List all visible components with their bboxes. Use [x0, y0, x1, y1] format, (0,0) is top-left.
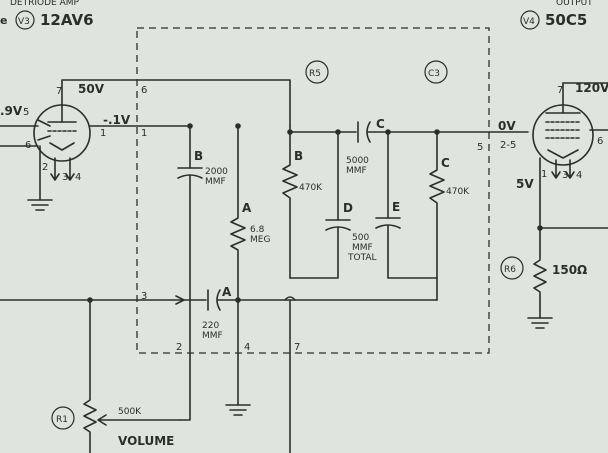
v3-plate-voltage: 50V	[78, 82, 105, 96]
junction-dot	[235, 123, 241, 129]
capacitor-b	[177, 125, 203, 421]
capacitor-d	[289, 131, 351, 279]
v3-pin-4: 4	[75, 172, 81, 183]
cap-d-letter: D	[343, 201, 353, 215]
capacitor-a	[207, 289, 221, 311]
package-outline	[136, 27, 490, 354]
wire-crossover	[284, 296, 296, 301]
v4-ref: V4	[523, 17, 535, 27]
v4-pin-4: 4	[576, 170, 582, 181]
cap-c-unit: MMF	[346, 166, 367, 176]
volume-ground-symbol	[225, 404, 251, 416]
v4-tube-symbol	[532, 82, 594, 166]
res-a-value: 6.8	[250, 225, 265, 235]
v3-ground-symbol	[27, 199, 53, 211]
v4-heater-lead-4	[565, 159, 575, 179]
v3-stage-caption: DETRIODE AMP	[10, 0, 80, 8]
svg-text:e: e	[0, 14, 7, 27]
cap-de-note: TOTAL	[347, 253, 377, 263]
v3-tube-label: e V3 12AV6	[0, 10, 94, 30]
res-c-value: 470K	[446, 187, 470, 197]
bus-arrow	[175, 295, 185, 305]
r1-volume-pot	[83, 299, 97, 453]
junction-dot	[335, 129, 341, 135]
pkg-pin-2: 2	[176, 342, 182, 353]
v3-cathode-voltage: -.1V	[103, 113, 131, 127]
v4-cathode-voltage: 5V	[516, 177, 534, 191]
r1-value: 500K	[118, 407, 142, 417]
v3-heater-lead-3	[50, 157, 60, 181]
capacitor-c	[357, 121, 371, 143]
v4-pin-7: 7	[557, 85, 563, 96]
res-b-letter: B	[294, 149, 303, 163]
v4-ground-symbol	[527, 317, 553, 329]
v3-pin-5: 5	[23, 107, 29, 118]
cap-c-value: 5000	[346, 156, 369, 166]
v4-pin-6: 6	[597, 136, 603, 147]
res-c-letter: C	[441, 156, 450, 170]
v4-heater-lead-3	[551, 159, 561, 179]
res-a-letter: A	[242, 201, 252, 215]
c3-label: C3	[424, 60, 448, 84]
resistor-a	[230, 125, 246, 406]
v4-screen-voltage: 120V	[575, 81, 608, 95]
r1-label: R1	[51, 406, 75, 430]
r6-cathode-resistor	[533, 157, 547, 319]
pkg-pin-6: 6	[141, 85, 147, 96]
v3-grid-voltage: .9V	[0, 104, 23, 118]
junction-dot	[385, 129, 391, 135]
svg-text:R1: R1	[56, 415, 68, 425]
pkg-pin-1: 1	[141, 128, 147, 139]
v4-pin-2-5: 2-5	[500, 140, 516, 151]
svg-text:C3: C3	[428, 69, 440, 79]
cap-a-unit: MMF	[202, 331, 223, 341]
cap-de-unit: MMF	[352, 243, 373, 253]
pkg-pin-3: 3	[141, 291, 147, 302]
v4-grid-voltage: 0V	[498, 119, 516, 133]
r5-label: R5	[305, 60, 329, 84]
v3-type: 12AV6	[40, 11, 94, 29]
v3-pin-3: 3	[62, 172, 68, 183]
cap-c-letter: C	[376, 117, 385, 131]
cap-b-value: 2000	[205, 167, 228, 177]
v3-pin-7: 7	[56, 86, 62, 97]
r1-wiper	[97, 414, 181, 426]
cap-e-letter: E	[392, 200, 400, 214]
svg-text:R5: R5	[309, 69, 321, 79]
capacitor-e	[375, 131, 438, 279]
res-b-value: 470K	[299, 183, 323, 193]
v3-pin-1: 1	[100, 128, 106, 139]
v3-tube-symbol	[33, 104, 91, 162]
v3-pin-2: 2	[42, 162, 48, 173]
resistor-c	[429, 131, 445, 301]
pkg-pin-5: 5	[477, 142, 483, 153]
v4-type: 50C5	[545, 11, 587, 29]
v4-tube-label: V4 50C5	[520, 10, 587, 30]
svg-text:R6: R6	[504, 265, 516, 275]
cap-b-unit: MMF	[205, 177, 226, 187]
r6-value: 150Ω	[552, 263, 587, 277]
junction-dot	[434, 129, 440, 135]
res-a-unit: MEG	[250, 235, 270, 245]
resistor-b	[282, 125, 298, 279]
v4-pin-1: 1	[541, 169, 547, 180]
v3-plate-wire	[61, 79, 291, 127]
cap-de-value: 500	[352, 233, 369, 243]
v4-pin-3: 3	[562, 170, 568, 181]
pkg-pin-7: 7	[294, 342, 300, 353]
v3-ref: V3	[18, 17, 30, 27]
r6-label: R6	[500, 256, 524, 280]
junction-dot	[187, 123, 193, 129]
cap-a-value: 220	[202, 321, 219, 331]
v3-heater-lead-4	[65, 157, 75, 181]
junction-dot	[235, 297, 241, 303]
pkg-pin-4: 4	[244, 342, 250, 353]
r1-name: VOLUME	[118, 434, 174, 448]
cap-a-letter: A	[222, 285, 232, 299]
v4-stage-caption: OUTPUT	[556, 0, 593, 8]
cap-b-letter: B	[194, 149, 203, 163]
